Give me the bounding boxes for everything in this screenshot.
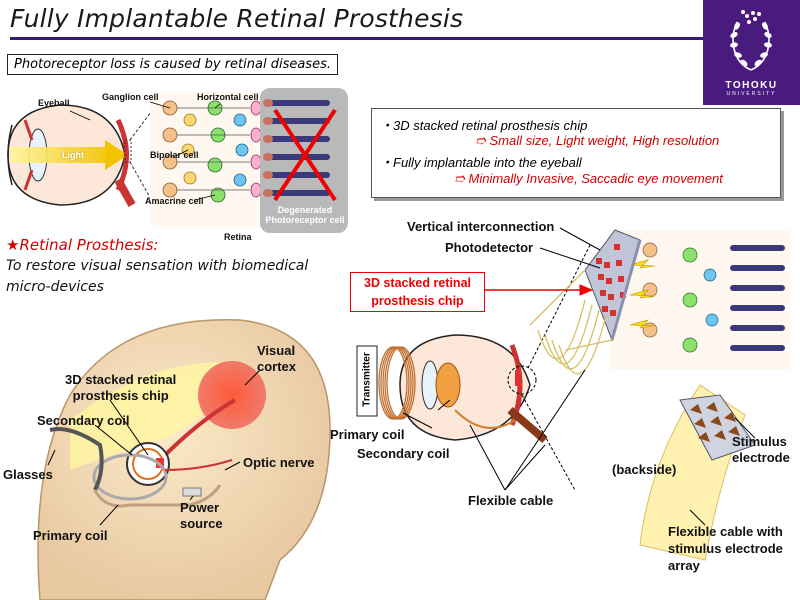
transmitter-coil xyxy=(356,345,416,420)
feature-implantable-benefit: ➱ Minimally Invasive, Saccadic eye movem… xyxy=(454,171,723,186)
page-title: Fully Implantable Retinal Prosthesis xyxy=(10,4,464,33)
retina-cell-layers xyxy=(150,92,268,227)
eyeball-diagram xyxy=(7,99,161,216)
electrode-array xyxy=(639,384,756,561)
cell-pointer-lines xyxy=(69,101,221,201)
features-box: ・3D stacked retinal prosthesis chip ➱ Sm… xyxy=(371,108,781,198)
retinal-prosthesis-body: To restore visual sensation with biomedi… xyxy=(6,258,309,295)
label-glasses: Glasses xyxy=(3,467,53,482)
university-logo xyxy=(703,0,800,105)
retinal-prosthesis-heading: ★Retinal Prosthesis: xyxy=(6,236,159,254)
label-stimulus-electrode: Stimulus electrode xyxy=(732,434,790,465)
label-secondary-coil: Secondary coil xyxy=(357,446,450,461)
chip-stack xyxy=(584,229,642,342)
label-optic-nerve: Optic nerve xyxy=(243,455,315,470)
label-bipolar-cell: Bipolar cell xyxy=(150,150,199,160)
label-flexible-cable: Flexible cable xyxy=(468,493,554,508)
label-primary-coil: Primary coil xyxy=(330,427,405,442)
logo-sub: UNIVERSITY xyxy=(726,91,777,97)
label-backside: (backside) xyxy=(612,462,677,477)
flexible-cable-upper xyxy=(529,269,613,375)
label-cable-with-array: Flexible cable with stimulus electrode a… xyxy=(668,524,783,573)
feature-chip-benefit: ➱ Small size, Light weight, High resolut… xyxy=(475,133,720,148)
label-degenerated-photoreceptor: Degenerated Photoreceptor cell xyxy=(265,205,345,225)
degenerated-photoreceptors xyxy=(260,88,348,233)
chip-callout-box: 3D stacked retinal prosthesis chip xyxy=(350,272,485,312)
label-eyeball: Eyeball xyxy=(38,98,70,108)
chip-callout-text: 3D stacked retinal prosthesis chip xyxy=(364,276,471,308)
label-transmitter: Transmitter xyxy=(361,352,373,407)
title-underline xyxy=(10,37,710,40)
label-ganglion-cell: Ganglion cell xyxy=(102,92,159,102)
label-head-primary-coil: Primary coil xyxy=(33,528,108,543)
leaf-emblem-icon xyxy=(730,10,772,71)
transmitter-label-wrap: Transmitter xyxy=(359,350,375,414)
pointer-lines xyxy=(402,227,706,526)
implant-eye-diagram xyxy=(399,244,591,491)
label-photodetector: Photodetector xyxy=(445,240,534,255)
subtitle-box: Photoreceptor loss is caused by retinal … xyxy=(7,54,338,75)
label-head-secondary-coil: Secondary coil xyxy=(37,413,130,428)
label-light: Light xyxy=(62,150,84,160)
label-power-source: Power source xyxy=(180,500,223,531)
label-retina: Retina xyxy=(224,232,252,242)
label-horizontal-cell: Horizontal cell xyxy=(197,92,259,102)
chip-retina-section xyxy=(610,230,790,370)
head-diagram xyxy=(37,318,331,600)
logo-name: TOHOKU xyxy=(725,80,778,91)
label-vertical-interconnection: Vertical interconnection xyxy=(407,219,555,234)
label-visual-cortex: Visual cortex xyxy=(257,343,297,374)
logo-text: TOHOKU UNIVERSITY xyxy=(703,80,800,97)
label-head-chip: 3D stacked retinal prosthesis chip xyxy=(65,372,177,403)
label-amacrine-cell: Amacrine cell xyxy=(145,196,204,206)
feature-implantable: ・Fully implantable into the eyeball xyxy=(380,155,582,170)
feature-chip: ・3D stacked retinal prosthesis chip xyxy=(380,118,588,133)
